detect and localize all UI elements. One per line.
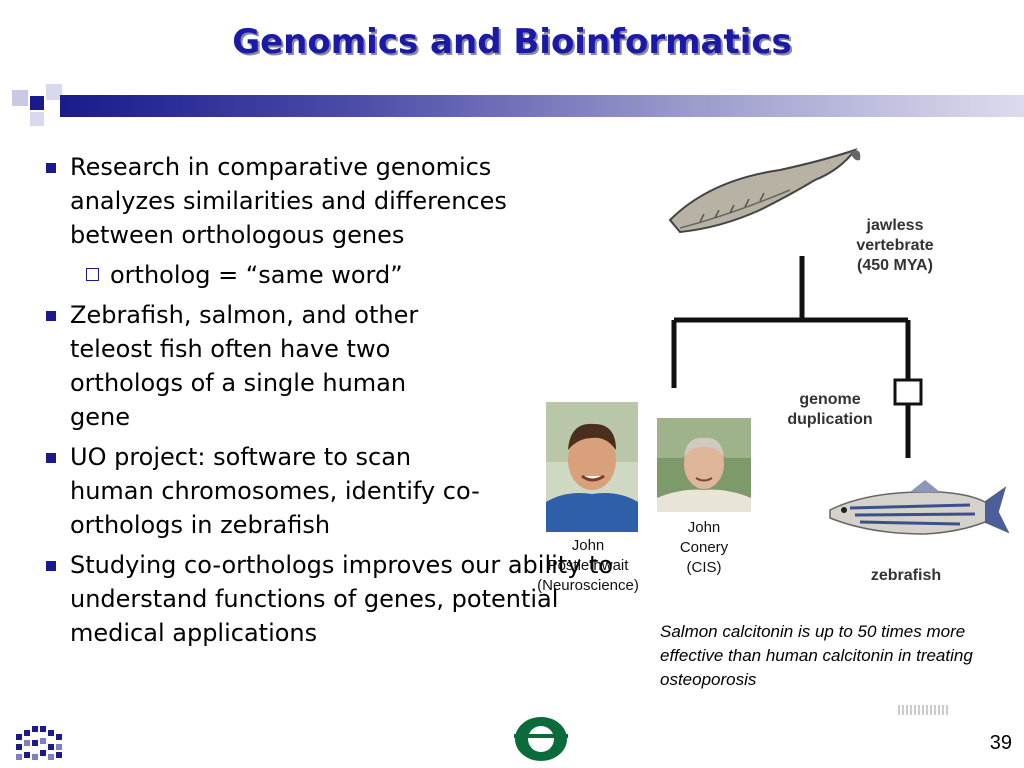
phylogeny-diagram: [668, 148, 1010, 535]
caption-line: John: [687, 519, 721, 536]
caption-line: Postlethwait: [547, 557, 629, 574]
caption-line: John: [571, 537, 605, 554]
hollow-square-bullet-icon: [86, 268, 99, 281]
bullet-item: Research in comparative genomics analyze…: [44, 150, 604, 252]
slide-title: Genomics and Bioinformatics: [232, 22, 792, 62]
university-o-logo-icon: [514, 717, 568, 761]
tree-label-line: genome: [799, 391, 861, 408]
jawless-vertebrate-icon: [668, 148, 861, 234]
tree-branches: [671, 256, 911, 458]
bullet-list: Research in comparative genomics analyze…: [44, 150, 613, 656]
tree-label-line: duplication: [787, 411, 873, 428]
sub-bullet-text: ortholog = “same word”: [110, 261, 403, 289]
sub-bullet-item: ortholog = “same word”: [44, 258, 604, 292]
bullet-item: Zebrafish, salmon, and other teleost fis…: [44, 298, 470, 434]
title-underline-bar: [60, 95, 1024, 117]
tree-label-line: jawless: [866, 217, 924, 234]
caption-line: (CIS): [686, 559, 722, 576]
bullet-item: UO project: software to scan human chrom…: [44, 440, 490, 542]
zebrafish-icon: [829, 480, 1010, 535]
dna-grid-logo-icon: [16, 726, 62, 760]
bullet-text: Zebrafish, salmon, and other teleost fis…: [70, 301, 419, 431]
postlethwait-photo: [546, 402, 638, 532]
genome-duplication-label: genome duplication: [776, 390, 884, 430]
title-decoration: [0, 84, 80, 130]
conery-caption: John Conery (CIS): [654, 518, 754, 578]
tree-label-line: (450 MYA): [857, 257, 933, 274]
quicktime-placeholder: [898, 705, 948, 715]
calcitonin-note: Salmon calcitonin is up to 50 times more…: [660, 622, 973, 689]
jawless-vertebrate-label: jawless vertebrate (450 MYA): [842, 216, 948, 276]
square-bullet-icon: [46, 561, 56, 571]
duplication-node-icon: [893, 378, 923, 406]
square-bullet-icon: [46, 163, 56, 173]
square-bullet-icon: [46, 453, 56, 463]
bullet-item: Studying co-orthologs improves our abili…: [44, 548, 615, 650]
square-bullet-icon: [46, 311, 56, 321]
caption-line: Conery: [679, 539, 729, 556]
postlethwait-caption: John Postlethwait (Neuroscience): [528, 536, 648, 596]
tree-label-line: vertebrate: [856, 237, 934, 254]
page-number: 39: [989, 732, 1012, 754]
conery-photo: [657, 418, 751, 512]
caption-line: (Neuroscience): [537, 577, 639, 594]
bullet-text: UO project: software to scan human chrom…: [70, 443, 480, 539]
zebrafish-label: zebrafish: [870, 567, 942, 584]
bullet-text: Studying co-orthologs improves our abili…: [70, 551, 614, 647]
bullet-text: Research in comparative genomics analyze…: [70, 153, 507, 249]
